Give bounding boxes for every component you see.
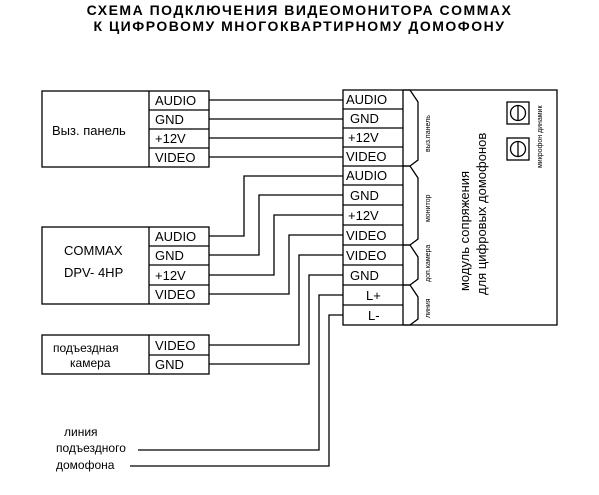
camera-pin-video: VIDEO [155, 338, 196, 353]
module-group-label-monitor: монитор [425, 194, 432, 222]
intercom-line-label-3: домофона [56, 458, 115, 472]
speaker-trimmer-icon [507, 102, 529, 124]
module-pin-panel-video: VIDEO [346, 149, 387, 164]
mic-trimmer-icon [507, 138, 529, 160]
camera-label-line1: подъездная [53, 341, 119, 355]
monitor-pin-audio: AUDIO [155, 229, 197, 244]
module-pin-camera-video: VIDEO [346, 248, 387, 263]
monitor-label-model: DPV- 4HP [64, 265, 124, 280]
call-panel-label: Выз. панель [52, 123, 126, 138]
camera-label-line2: камера [70, 356, 111, 370]
module-pin-monitor-12v: +12V [348, 208, 379, 223]
module-title-line2: для цифровых домофонов [474, 132, 489, 295]
module-pin-line-minus: L- [368, 308, 380, 323]
intercom-line-label-2: подъездного [56, 441, 126, 455]
module-pin-panel-12v: +12V [348, 130, 379, 145]
call-panel-pin-12v: +12V [155, 131, 186, 146]
module-pin-panel-gnd: GND [350, 111, 379, 126]
module-group-label-line: линия [425, 298, 432, 318]
camera-pin-gnd: GND [155, 357, 184, 372]
call-panel-pin-audio: AUDIO [155, 93, 197, 108]
module-pin-monitor-audio: AUDIO [346, 168, 388, 183]
monitor-label-brand: COMMAX [64, 243, 123, 258]
module-box [342, 89, 558, 326]
call-panel-pin-gnd: GND [155, 112, 184, 127]
module-title-line1: модуль сопряжения [457, 170, 472, 291]
intercom-line-label-1: линия [64, 425, 98, 439]
diagram-title-line1: СХЕМА ПОДКЛЮЧЕНИЯ ВИДЕОМОНИТОРА COMMAX [86, 2, 513, 18]
trimmer-label-mic: микрофон [537, 134, 544, 168]
module-pin-panel-audio: AUDIO [346, 92, 388, 107]
trimmer-label-speaker: динамик [537, 105, 544, 133]
module-pin-camera-gnd: GND [350, 268, 379, 283]
monitor-pin-video: VIDEO [155, 287, 196, 302]
module-pin-line-plus: L+ [366, 288, 381, 303]
monitor-pin-gnd: GND [155, 248, 184, 263]
call-panel-pin-video: VIDEO [155, 150, 196, 165]
module-group-label-camera: доп.камера [425, 244, 432, 282]
module-pin-monitor-video: VIDEO [346, 228, 387, 243]
module-pin-monitor-gnd: GND [350, 188, 379, 203]
module-group-label-panel: выз.панель [425, 115, 432, 152]
diagram-title-line2: К ЦИФРОВОМУ МНОГОКВАРТИРНОМУ ДОМОФОНУ [93, 18, 506, 34]
monitor-pin-12v: +12V [155, 268, 186, 283]
